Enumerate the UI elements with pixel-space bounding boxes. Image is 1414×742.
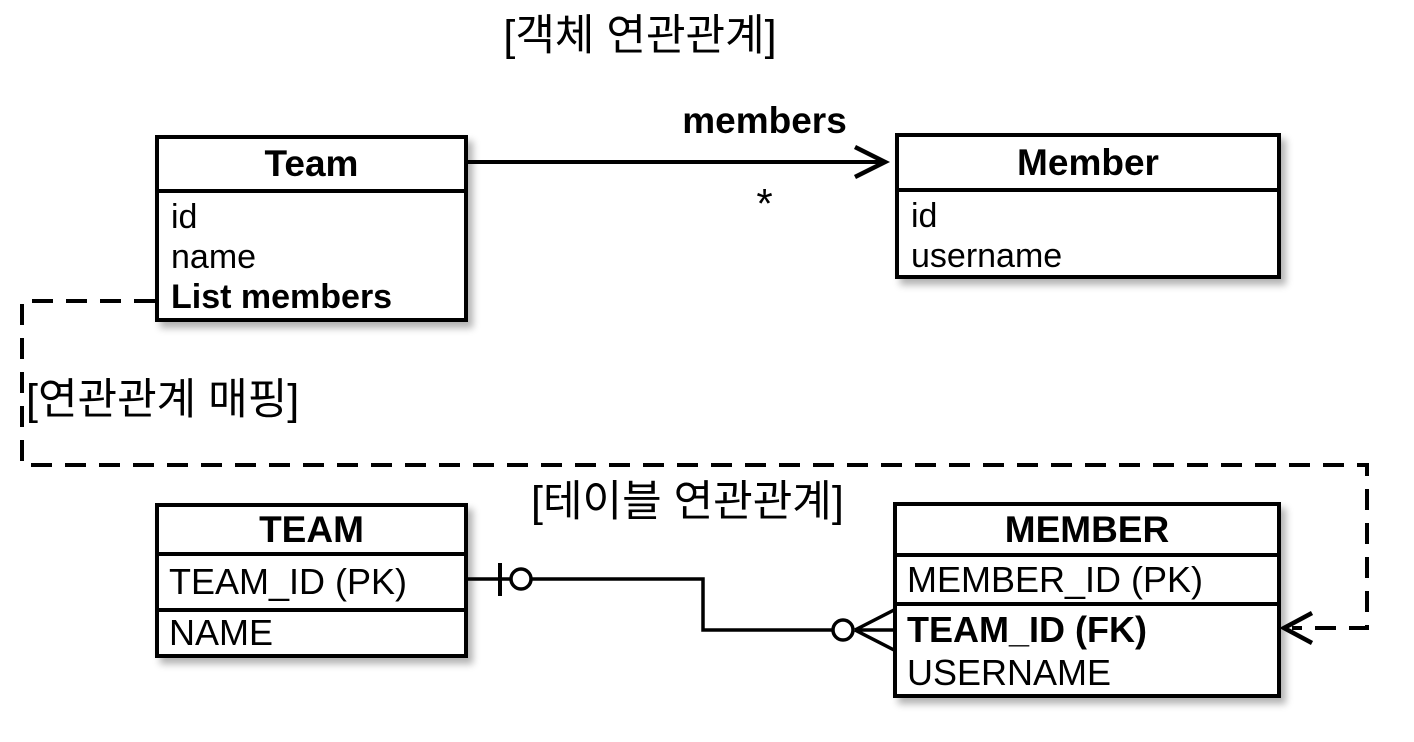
class-field-id: id	[911, 197, 938, 235]
crow-foot-many-icon	[854, 608, 895, 652]
table-box-member: MEMBER MEMBER_ID (PK) TEAM_ID (FK) USERN…	[893, 502, 1281, 698]
class-field-name: name	[171, 238, 257, 276]
class-box-team: Team id name List members	[155, 135, 468, 322]
section-label-object-association: [객체 연관관계]	[503, 12, 777, 60]
table-column-team-id-pk: TEAM_ID (PK)	[169, 561, 408, 602]
table-column-username: USERNAME	[907, 652, 1112, 693]
class-field-username: username	[911, 237, 1063, 275]
class-title-team: Team	[159, 139, 464, 193]
class-title-member: Member	[899, 137, 1277, 192]
object-association-arrow	[467, 144, 891, 180]
dashed-arrow-head-icon	[1279, 611, 1314, 645]
zero-circle-team-side-icon	[509, 567, 533, 591]
table-title-member: MEMBER	[897, 506, 1277, 557]
table-column-name: NAME	[159, 608, 464, 654]
section-label-association-mapping: [연관관계 매핑]	[26, 376, 300, 424]
table-box-team: TEAM TEAM_ID (PK) NAME	[155, 503, 468, 658]
mapping-dashed-line	[20, 299, 1369, 645]
table-column-team-id-fk: TEAM_ID (FK)	[907, 609, 1147, 650]
class-fields-team: id name List members	[159, 193, 464, 318]
section-label-table-association: [테이블 연관관계]	[531, 478, 844, 526]
class-field-id: id	[171, 198, 198, 236]
table-title-team: TEAM	[159, 507, 464, 556]
class-box-member: Member id username	[895, 133, 1281, 279]
zero-circle-member-side-icon	[831, 618, 855, 642]
class-field-list-members: List members	[171, 278, 393, 316]
association-name-label: members	[682, 100, 847, 141]
table-compartment-member: TEAM_ID (FK) USERNAME	[897, 602, 1277, 694]
class-fields-member: id username	[899, 192, 1277, 276]
table-relation-line	[467, 563, 895, 652]
arrow-head-icon	[853, 144, 891, 180]
association-multiplicity-label: *	[756, 180, 773, 227]
table-column-member-id-pk: MEMBER_ID (PK)	[907, 558, 1204, 600]
